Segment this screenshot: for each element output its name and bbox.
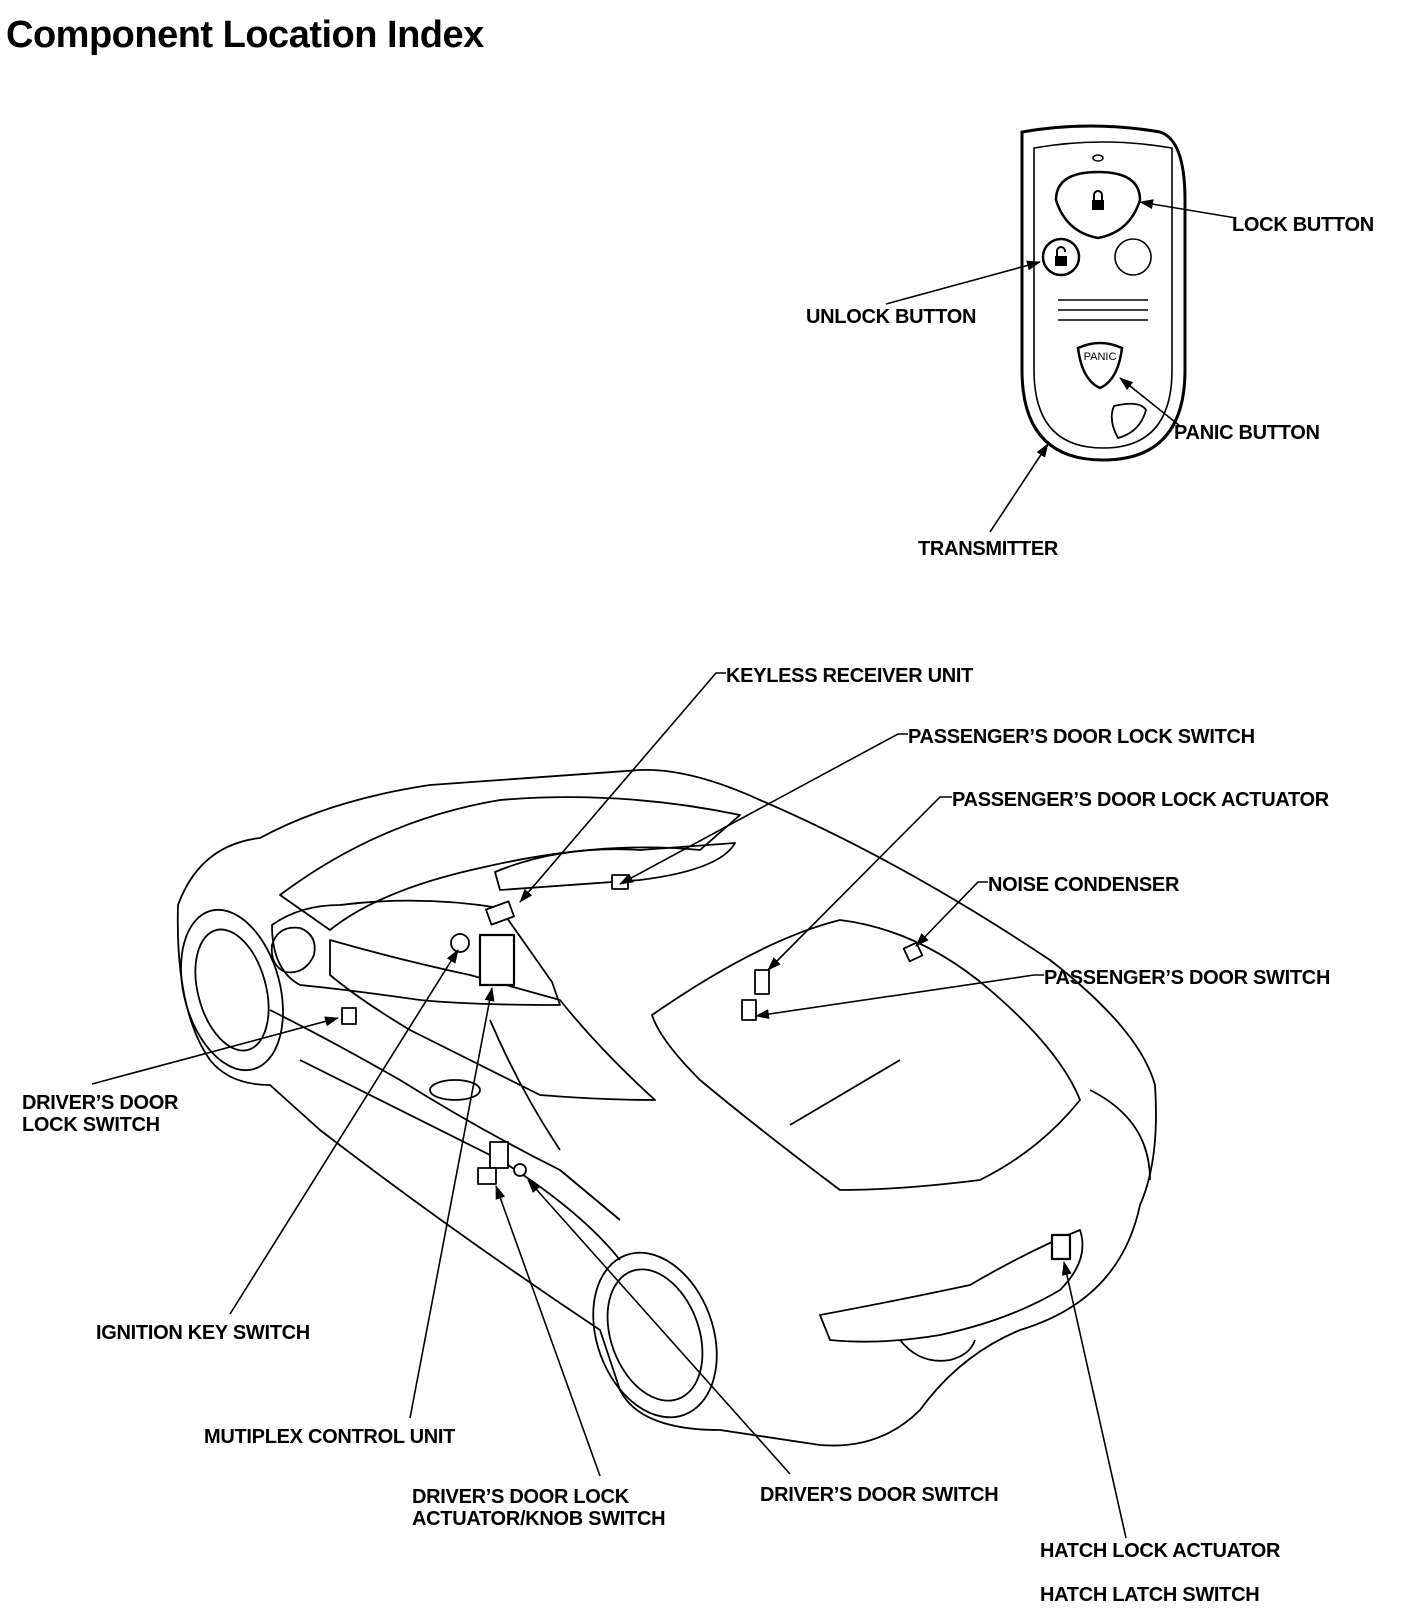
- keyless-receiver-unit-label: KEYLESS RECEIVER UNIT: [726, 665, 974, 687]
- lock-button-label: LOCK BUTTON: [1232, 214, 1374, 236]
- transmitter-label: TRANSMITTER: [918, 538, 1059, 560]
- passengers-door-switch-label: PASSENGER’S DOOR SWITCH: [1044, 967, 1331, 989]
- car-illustration: [176, 769, 1157, 1447]
- page-title: Component Location Index: [6, 14, 484, 56]
- transmitter-fob: PANIC: [1020, 124, 1187, 462]
- multiplex-control-unit-label: MUTIPLEX CONTROL UNIT: [204, 1426, 456, 1448]
- hatch-latch-switch-label: HATCH LATCH SWITCH: [1040, 1584, 1260, 1606]
- drivers-door-lock-actuator-label-line2: ACTUATOR/KNOB SWITCH: [412, 1508, 666, 1530]
- ignition-key-switch-label: IGNITION KEY SWITCH: [96, 1322, 310, 1344]
- passengers-door-lock-switch-label: PASSENGER’S DOOR LOCK SWITCH: [908, 726, 1255, 748]
- passengers-door-lock-actuator-label: PASSENGER’S DOOR LOCK ACTUATOR: [952, 789, 1329, 811]
- drivers-door-lock-switch-label-line2: LOCK SWITCH: [22, 1114, 160, 1136]
- unlock-button-icon: [1041, 237, 1081, 277]
- panic-button-label: PANIC BUTTON: [1174, 422, 1320, 444]
- hatch-lock-actuator-label: HATCH LOCK ACTUATOR: [1040, 1540, 1281, 1562]
- lock-button-icon: [1054, 170, 1142, 240]
- noise-condenser-label: NOISE CONDENSER: [988, 874, 1180, 896]
- panic-button-icon: PANIC: [1076, 341, 1124, 390]
- drivers-door-lock-switch-label-line1: DRIVER’S DOOR: [22, 1092, 179, 1114]
- drivers-door-switch-label: DRIVER’S DOOR SWITCH: [760, 1484, 999, 1506]
- unlock-button-label: UNLOCK BUTTON: [806, 306, 977, 328]
- svg-text:PANIC: PANIC: [1084, 351, 1117, 363]
- drivers-door-lock-actuator-label-line1: DRIVER’S DOOR LOCK: [412, 1486, 629, 1508]
